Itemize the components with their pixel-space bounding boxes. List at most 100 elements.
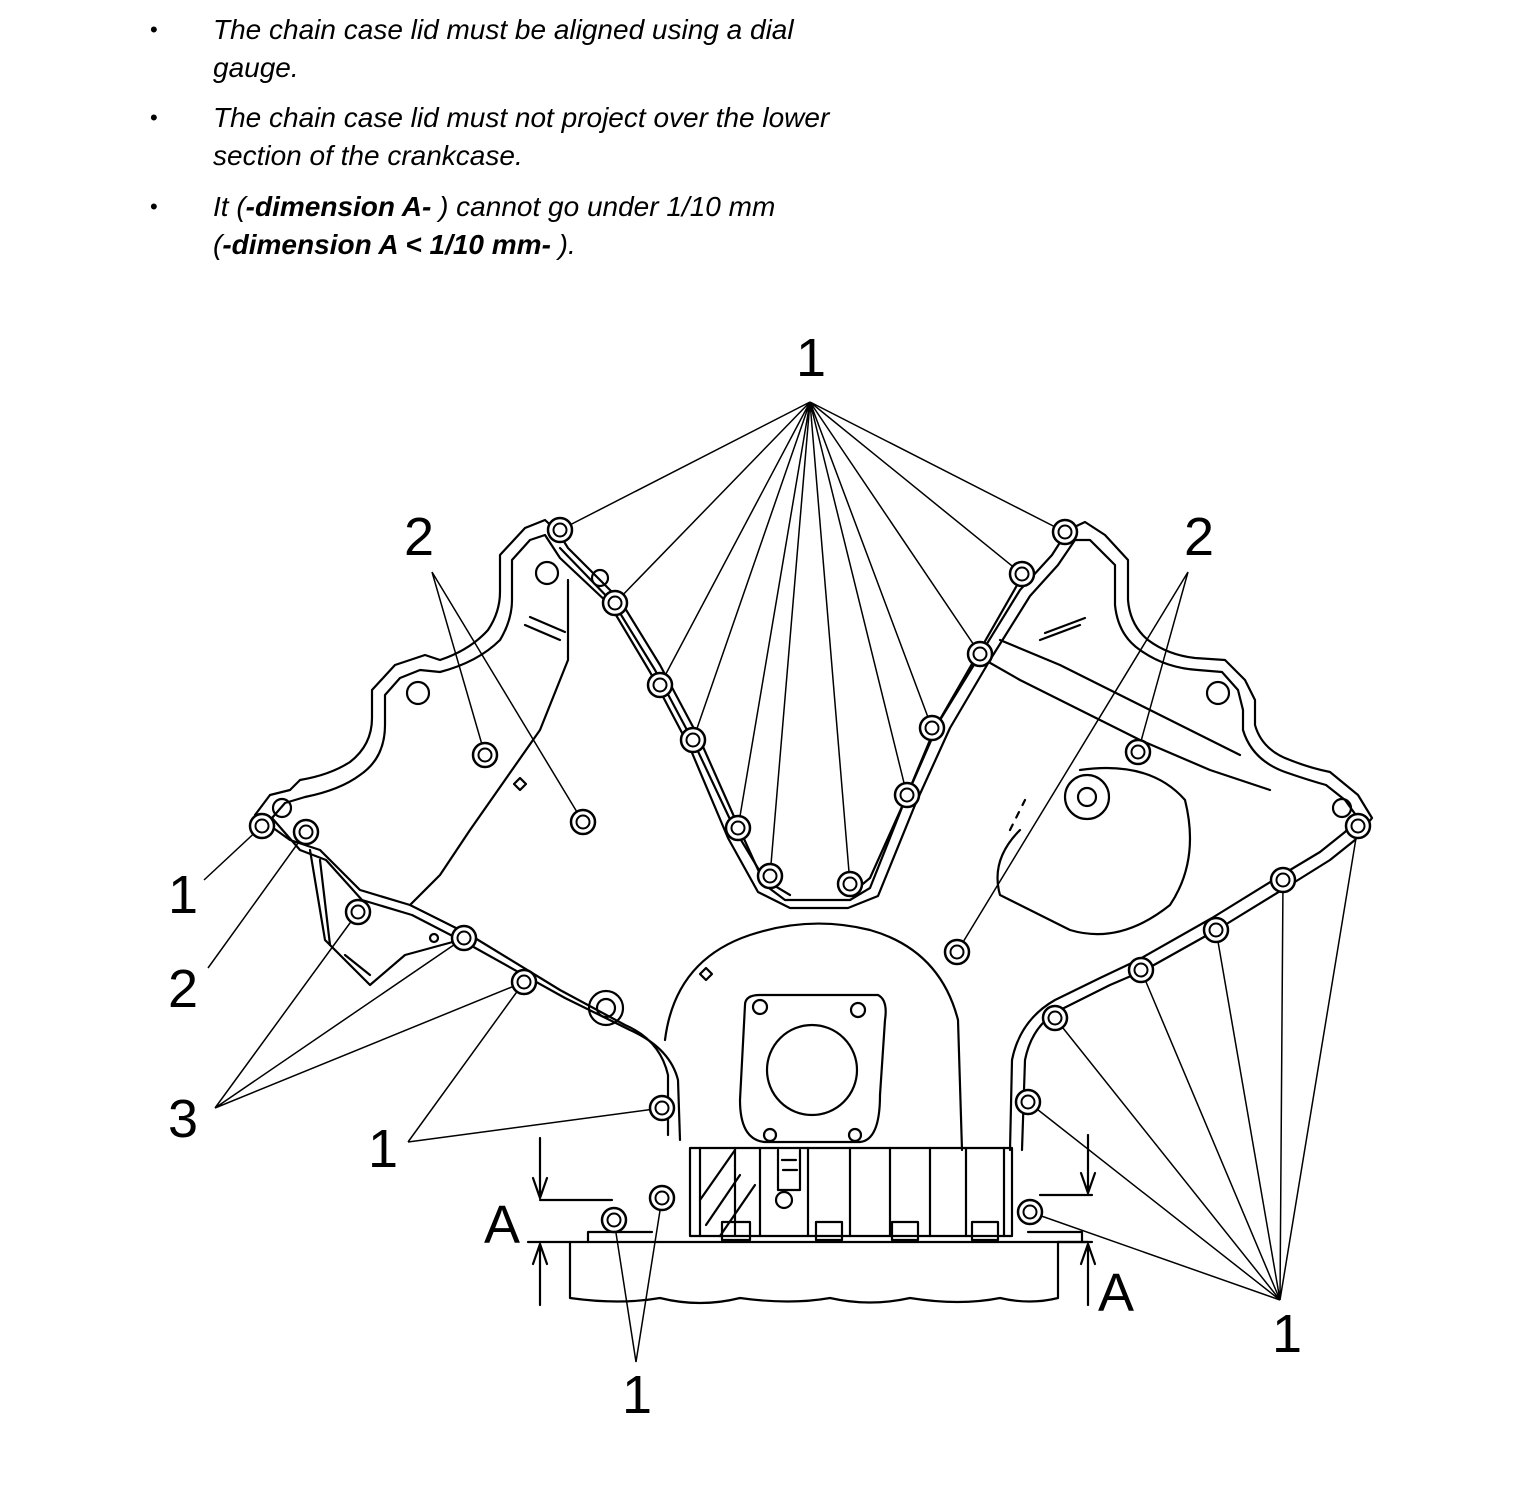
callout-1-top: 1 <box>796 328 826 388</box>
bolt-head <box>1020 1094 1036 1110</box>
port-plate <box>738 993 887 1144</box>
locating-ring-inner <box>595 997 617 1019</box>
leader-lines-2-left <box>431 571 584 823</box>
dimension-a-right-label: A <box>1098 1263 1134 1323</box>
boss <box>590 568 610 588</box>
bullet: • <box>150 194 158 219</box>
leader-lines-3 <box>214 911 525 1109</box>
bolt-head <box>456 930 472 946</box>
left-slash <box>523 615 567 642</box>
latch-hole <box>774 1190 794 1210</box>
bolt-head <box>1057 524 1073 540</box>
right-web <box>983 658 1272 792</box>
bolt-head <box>1133 962 1149 978</box>
bolt-head <box>254 818 270 834</box>
dim-a-right-arrow-top <box>1079 1133 1097 1195</box>
bolt-head <box>842 876 858 892</box>
dim-a-left-arrow-top <box>531 1136 549 1200</box>
port-hole <box>765 1023 859 1117</box>
bolt-head <box>1047 1010 1063 1026</box>
right-slash-1 <box>1038 616 1087 642</box>
bolt-head <box>298 824 314 840</box>
boss <box>1331 797 1353 819</box>
left-web-2 <box>308 848 462 987</box>
bolt-head <box>607 595 623 611</box>
bolt-head <box>1275 872 1291 888</box>
bolt-group <box>248 516 1372 1234</box>
left-web <box>408 578 570 907</box>
dim-a-left-arrow-bottom <box>531 1242 549 1307</box>
bolt-head <box>1130 744 1146 760</box>
bullet: • <box>150 17 158 42</box>
crankcase-body <box>568 1240 1060 1305</box>
lower-section-hatching <box>698 1148 757 1238</box>
port-bolt <box>762 1127 778 1143</box>
callout-3: 3 <box>168 1089 198 1149</box>
note-text-part: ) cannot go under 1/10 mm <box>431 191 776 222</box>
callout-1-right: 1 <box>1272 1304 1302 1364</box>
lid-inner-contour <box>270 533 1360 1152</box>
callout-1-left-lower: 1 <box>368 1119 398 1179</box>
bolt-head <box>477 747 493 763</box>
boss <box>1063 773 1111 821</box>
port-bolt <box>847 1127 863 1143</box>
small-mark <box>698 966 714 982</box>
crankcase-step-left <box>586 1230 654 1244</box>
bolt-head <box>652 677 668 693</box>
bolt-head <box>575 814 591 830</box>
boss <box>534 560 560 586</box>
boss <box>271 797 293 819</box>
callout-1-bottom: 1 <box>622 1365 652 1425</box>
bolt-head <box>654 1100 670 1116</box>
dimension-a-limit: -dimension A < 1/10 mm- <box>222 229 551 260</box>
callout-2-left: 2 <box>404 507 434 567</box>
bolt-head <box>685 732 701 748</box>
bolt-head <box>762 868 778 884</box>
locating-ring <box>587 989 625 1027</box>
port-bolt <box>849 1001 867 1019</box>
leader-lines-1-right <box>1027 825 1359 1301</box>
v-channel-right <box>850 578 1022 895</box>
bolt-head <box>924 720 940 736</box>
lower-feet <box>720 1220 1000 1242</box>
leader-lines-top <box>559 401 1066 885</box>
note-text: It (-dimension A- ) cannot go under 1/10… <box>213 188 913 264</box>
bolt-head <box>1022 1204 1038 1220</box>
boss-inner <box>1076 786 1098 808</box>
leader-lines-2-right <box>956 571 1189 953</box>
note-text-part: ( <box>213 229 223 260</box>
right-cutout <box>996 766 1192 936</box>
bolt-head <box>654 1190 670 1206</box>
port-bolt <box>751 998 769 1016</box>
bolt-head <box>899 787 915 803</box>
right-dash-1 <box>1008 798 1027 832</box>
leader-line-2-left-lower <box>207 831 307 969</box>
dim-a-right-arrow-bottom <box>1079 1242 1097 1307</box>
bolt-head <box>1350 818 1366 834</box>
callout-1-left: 1 <box>168 865 198 925</box>
note-text-part: It ( <box>213 191 246 222</box>
central-dome <box>663 922 964 1152</box>
lower-section-ribs <box>698 1146 1006 1238</box>
boss <box>1205 680 1231 706</box>
small-hole <box>428 932 440 944</box>
lower-section-frame <box>688 1146 1014 1238</box>
bolt-head <box>972 646 988 662</box>
small-mark <box>512 776 528 792</box>
leader-lines-1-bottom <box>613 1197 663 1363</box>
dimension-a-left-label: A <box>484 1195 520 1255</box>
bolt-head <box>1208 922 1224 938</box>
leader-lines-1-left-lower <box>407 981 663 1143</box>
note-text-part: ). <box>550 229 576 260</box>
right-web-2 <box>998 638 1242 757</box>
boss <box>405 680 431 706</box>
bolt-head <box>552 522 568 538</box>
callout-2-right: 2 <box>1184 507 1214 567</box>
bolt-head <box>606 1212 622 1228</box>
latch <box>776 1148 802 1192</box>
bolt-head <box>516 974 532 990</box>
lid-outer-contour <box>253 518 1374 1152</box>
bolt-head <box>730 820 746 836</box>
note-text: The chain case lid must not project over… <box>213 102 830 171</box>
